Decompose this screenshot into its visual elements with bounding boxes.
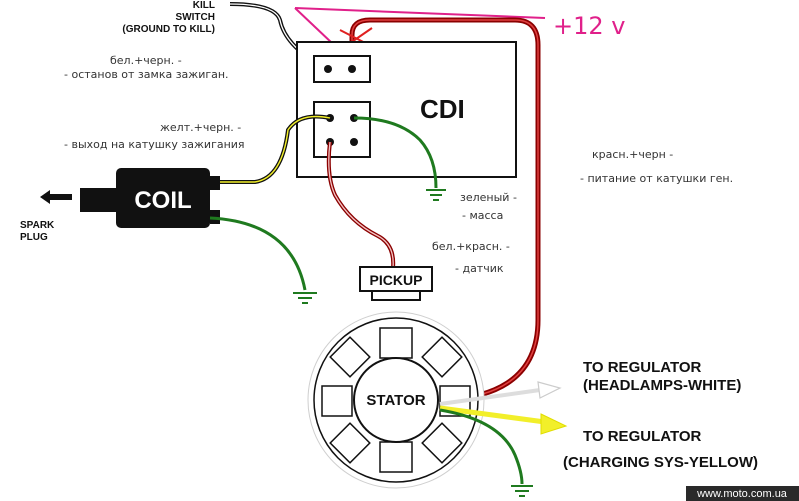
ground-symbol-icon bbox=[511, 485, 533, 497]
connector-pin bbox=[324, 65, 332, 73]
plus12v-label: +12 v bbox=[553, 12, 625, 40]
coil-label: COIL bbox=[134, 187, 191, 214]
stator-label: STATOR bbox=[366, 392, 425, 409]
ground-symbol-icon bbox=[293, 292, 317, 304]
coil-tab bbox=[210, 176, 220, 190]
spark-plug-arrow-icon bbox=[40, 190, 72, 204]
pickup-label: PICKUP bbox=[370, 272, 423, 288]
connector-pin bbox=[350, 138, 358, 146]
stator-pole bbox=[421, 422, 463, 464]
kill-switch-label: SWITCH bbox=[176, 12, 215, 23]
pickup-base bbox=[371, 290, 421, 301]
regulator-charging-label: TO REGULATOR bbox=[583, 428, 702, 445]
stator-pole bbox=[329, 422, 371, 464]
yellow-wire-arrow-icon bbox=[540, 413, 568, 435]
cdi-label: CDI bbox=[420, 94, 465, 124]
white-wire-arrow-icon bbox=[537, 381, 562, 399]
stator-pole bbox=[421, 336, 463, 378]
connector-pin bbox=[348, 65, 356, 73]
white-black-annotation: бел.+черн. - bbox=[110, 54, 182, 67]
ground-symbol-icon bbox=[426, 189, 446, 201]
red-black-wire-core bbox=[351, 19, 539, 401]
stator-pole bbox=[329, 336, 371, 378]
cdi-connector-top bbox=[313, 55, 371, 83]
kill-switch-label: KILL bbox=[193, 0, 215, 11]
spark-plug-label: SPARK bbox=[20, 220, 55, 231]
yellow-black-wire-stripe bbox=[210, 115, 331, 183]
green-ground-wire-coil bbox=[209, 216, 307, 291]
green-ground-wire-stator bbox=[439, 408, 524, 485]
coil-terminal bbox=[80, 188, 116, 212]
footer-badge bbox=[686, 486, 799, 501]
regulator-charging-label: (CHARGING SYS-YELLOW) bbox=[563, 454, 758, 471]
footer-site: www.moto.com.ua bbox=[696, 488, 788, 500]
green-ground-wire-cdi bbox=[353, 116, 438, 189]
yellow-black-annotation: - выход на катушку зажигания bbox=[64, 138, 245, 151]
stator-poles bbox=[321, 327, 471, 473]
stator-core bbox=[353, 357, 439, 443]
white-red-annotation: - датчик bbox=[455, 262, 504, 275]
white-black-annotation: - останов от замка зажиган. bbox=[64, 68, 229, 81]
spark-plug-label: PLUG bbox=[20, 232, 48, 243]
green-annotation: зеленый - bbox=[460, 191, 517, 204]
coil-body bbox=[116, 168, 210, 228]
stator-pole bbox=[321, 385, 353, 417]
white-red-wire-stripe bbox=[328, 141, 394, 269]
red-black-annotation: - питание от катушки ген. bbox=[580, 172, 733, 185]
regulator-headlamps-label: (HEADLAMPS-WHITE) bbox=[583, 377, 741, 394]
yellow-charging-wire bbox=[439, 405, 546, 425]
white-red-annotation: бел.+красн. - bbox=[432, 240, 510, 253]
stator-pole bbox=[379, 441, 413, 473]
kill-switch-label: (GROUND TO KILL) bbox=[122, 24, 215, 35]
white-headlamp-wire bbox=[439, 388, 541, 406]
regulator-headlamps-label: TO REGULATOR bbox=[583, 359, 702, 376]
cdi-connector-bottom bbox=[313, 101, 371, 158]
red-black-annotation: красн.+черн - bbox=[592, 148, 673, 161]
yellow-black-annotation: желт.+черн. - bbox=[160, 121, 241, 134]
stator-pole bbox=[379, 327, 413, 359]
green-annotation: - масса bbox=[462, 209, 503, 222]
plus12v-wire bbox=[294, 7, 546, 19]
